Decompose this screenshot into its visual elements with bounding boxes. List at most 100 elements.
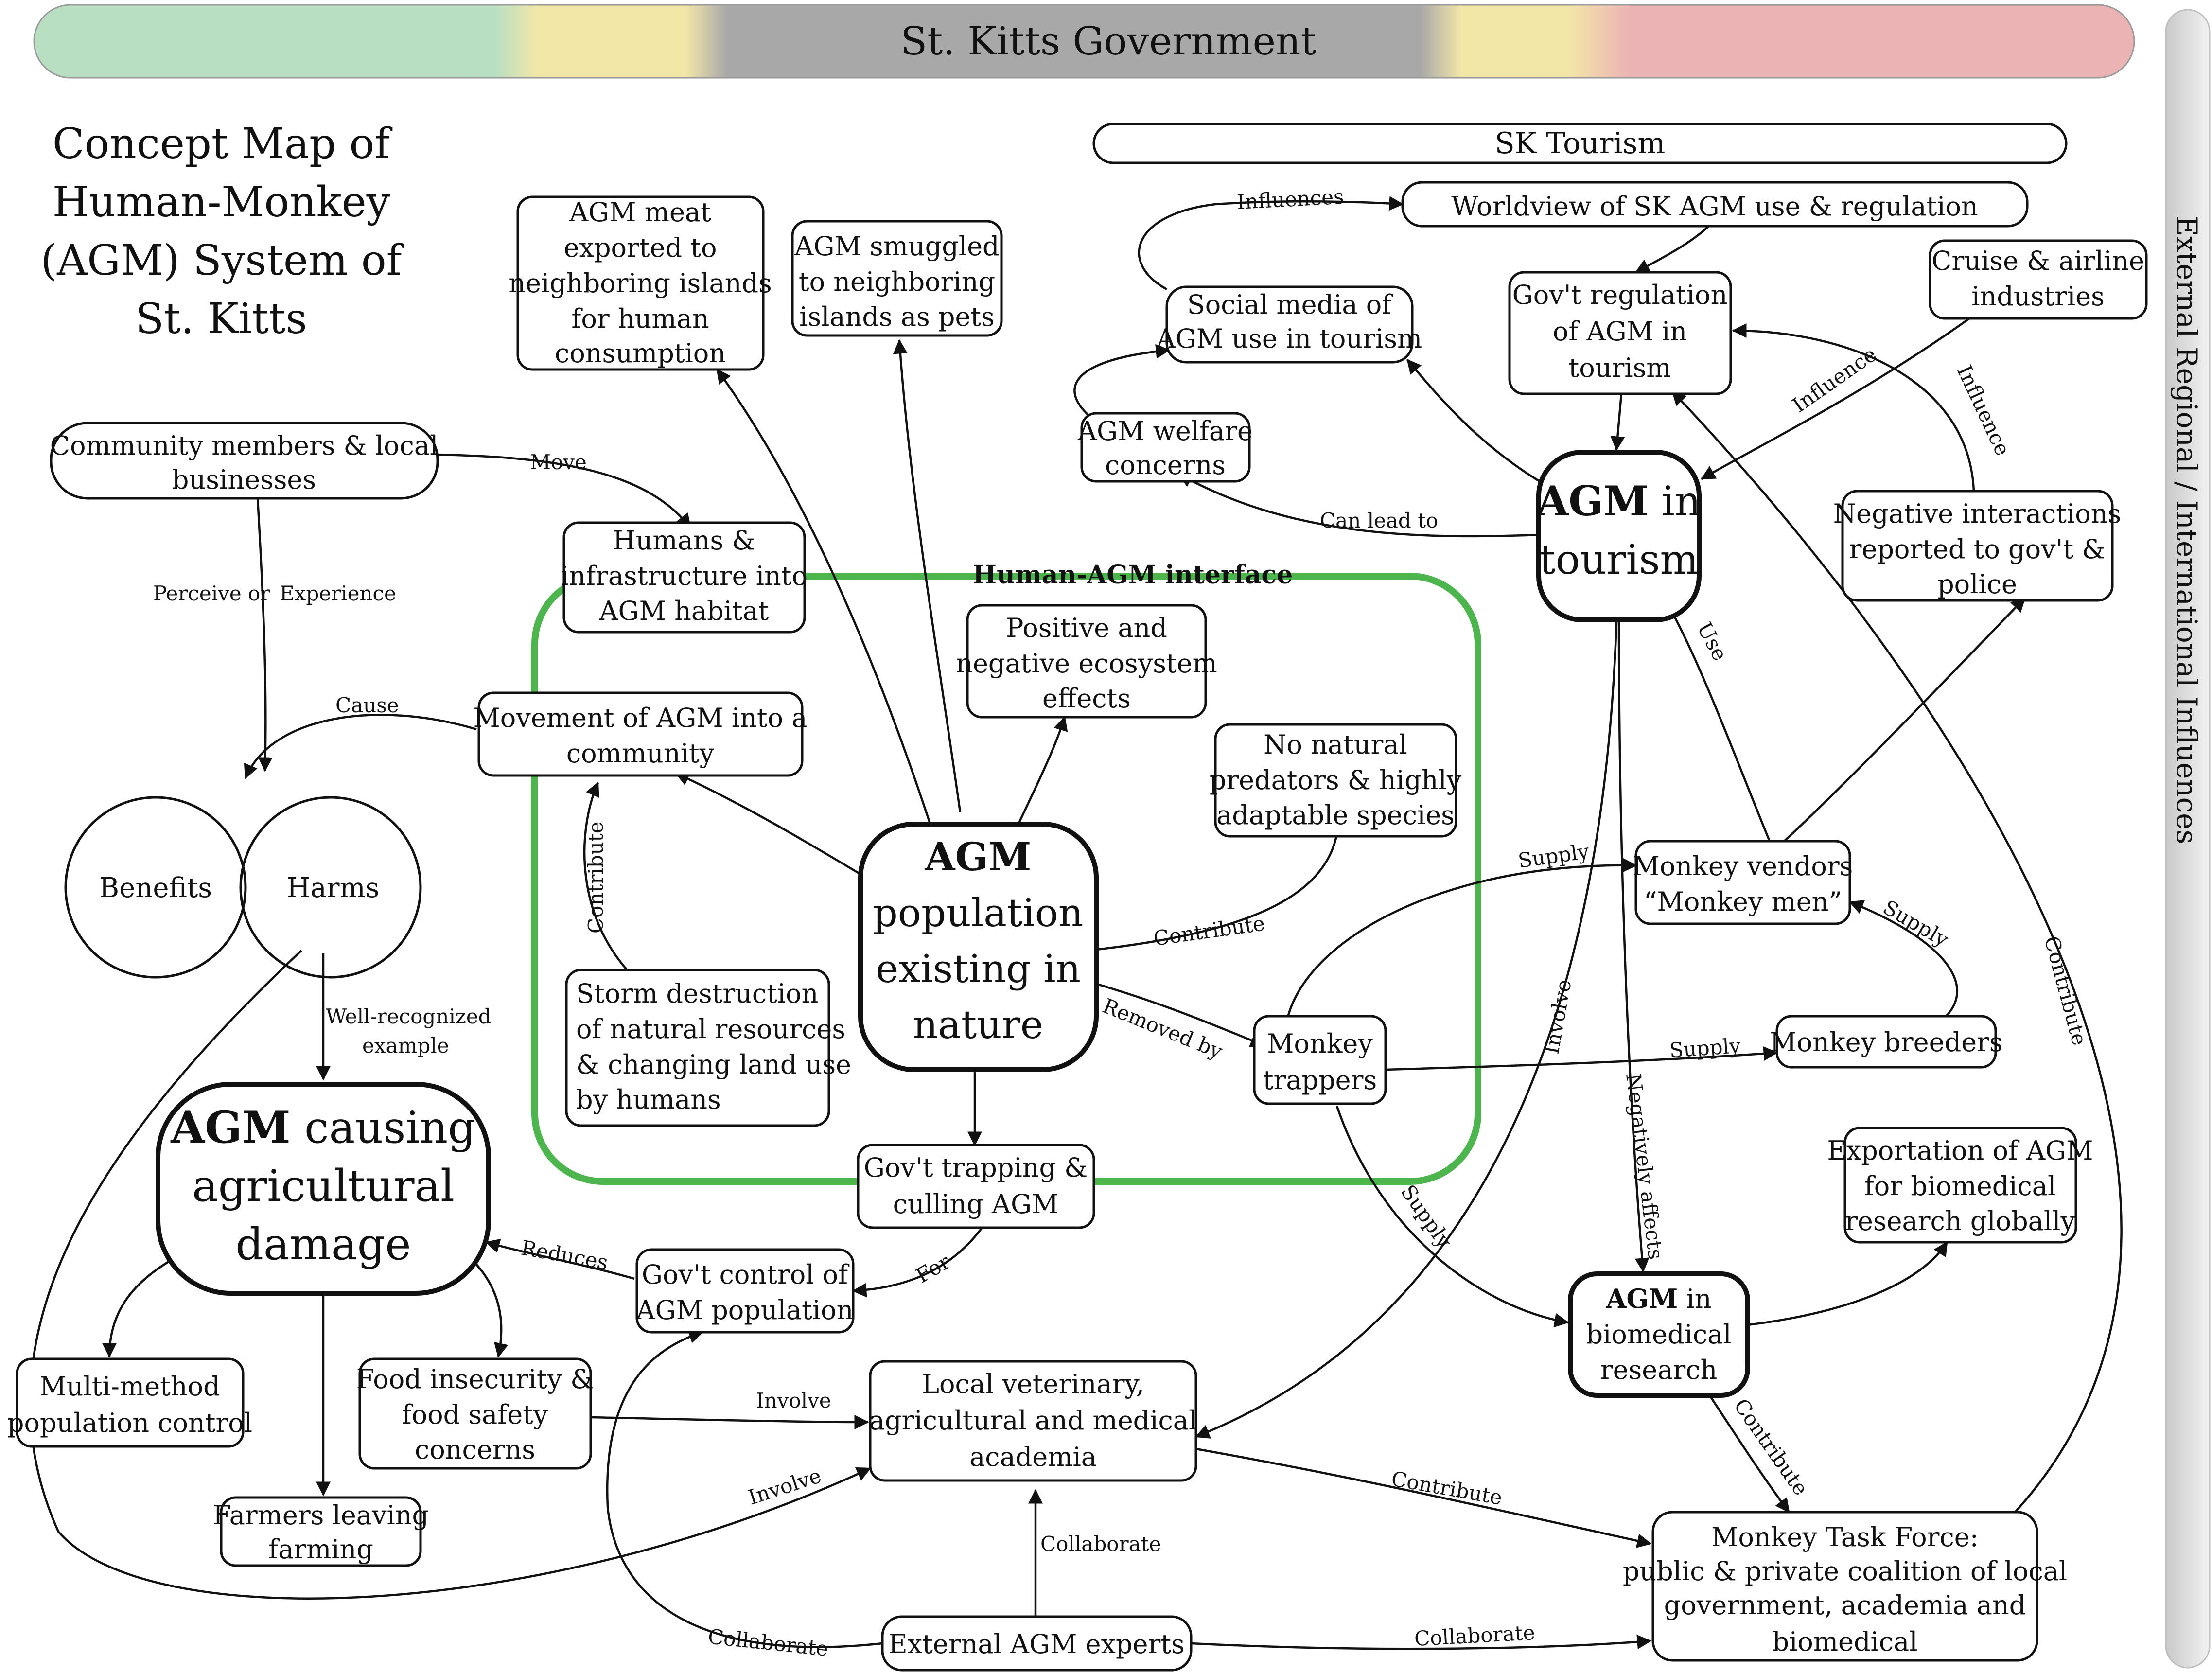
node-meat-export: AGM meat exported to neighboring islands… [509,195,772,371]
node-text-rest: in [1662,477,1701,525]
node-text: of natural resources [576,1014,845,1044]
node-text: culling AGM [893,1189,1059,1219]
node-text: AGM welfare [1077,416,1253,446]
node-text: tourism [1539,536,1699,583]
node-text: Storm destruction [576,978,818,1009]
node-text: Gov't regulation [1512,280,1728,310]
node-text: effects [1042,683,1131,714]
edge-label-collaborate-right: Collaborate [1414,1621,1536,1651]
map-title: Concept Map of Human-Monkey (AGM) System… [41,120,404,343]
node-text: biomedical [1586,1319,1731,1350]
edge-label-move: Move [530,450,587,474]
node-text: agricultural [192,1161,455,1212]
node-agm-biomedical: AGM in biomedical research [1568,1271,1750,1398]
interface-label: Human-AGM interface [973,560,1293,590]
node-text: AGM smuggled [794,231,999,262]
edge-label-contribute-taskforce: Contribute [2039,934,2091,1048]
node-text: Monkey Task Force: [1711,1522,1979,1552]
map-title-line: Concept Map of [53,120,392,168]
edge-label-collaborate-up: Collaborate [1040,1532,1161,1556]
node-text: population control [7,1408,252,1438]
node-monkey-task-force: Monkey Task Force: public & private coal… [1623,1511,2067,1662]
node-text: community [566,738,715,769]
node-harms: Harms [287,872,380,904]
node-text: Multi-method [39,1371,220,1402]
node-text: nature [913,1002,1043,1047]
edge-label-supply-breeders-vendors: Supply [1879,895,1953,952]
node-text: AGM habitat [599,596,769,626]
edge-label-use: Use [1692,618,1732,665]
node-text: Community members & local [50,430,439,461]
node-monkey-breeders: Monkey breeders [1770,1015,2003,1069]
node-text: concerns [415,1434,535,1465]
node-text: & changing land use [576,1049,851,1080]
node-text: AGM in [1605,1283,1711,1314]
node-text: tourism [1569,352,1671,383]
node-negative-interactions: Negative interactions reported to gov't … [1833,490,2122,602]
node-no-predators: No natural predators & highly adaptable … [1210,723,1462,838]
node-text: No natural [1264,729,1407,760]
edge-label-contribute-academia: Contribute [1389,1467,1504,1510]
node-text: exported to [564,232,717,263]
edge-label-contribute-biomed: Contribute [1729,1394,1813,1500]
node-food-insecurity: Food insecurity & food safety concerns [356,1357,594,1470]
node-text: Gov't trapping & [864,1152,1088,1183]
node-text: biomedical [1772,1626,1917,1657]
node-text: External AGM experts [888,1629,1185,1659]
node-agricultural-damage: AGM causing agricultural damage [156,1082,491,1296]
node-local-academia: Local veterinary, agricultural and medic… [869,1360,1197,1482]
node-multi-method: Multi-method population control [7,1357,252,1448]
edge-label-supply-biomed: Supply [1396,1181,1457,1253]
node-text: consumption [555,338,726,369]
node-text: to neighboring [799,266,995,297]
node-text: Gov't control of [642,1259,850,1290]
node-text-rest: causing [304,1102,476,1153]
node-text-bold: AGM [1536,477,1649,525]
edge-label-supply-breeders: Supply [1668,1034,1741,1062]
edges [29,196,2123,1650]
node-monkey-trappers: Monkey trappers [1253,1015,1387,1105]
edge-label-influences: Influences [1236,185,1345,214]
node-text: AGM population [636,1295,854,1325]
node-text: Monkey [1267,1028,1373,1059]
node-text: Positive and [1006,613,1167,643]
node-benefits-harms: Benefits Harms [64,796,422,979]
node-text: public & private coalition of local [1623,1556,2067,1586]
node-text: population [873,890,1084,935]
node-external-experts: External AGM experts [881,1615,1193,1672]
node-community: Community members & local businesses [50,422,439,500]
node-text: industries [1971,281,2105,312]
nodes: AGM meat exported to neighboring islands… [7,181,2148,1672]
node-text: academia [969,1442,1097,1472]
node-text: food safety [402,1399,548,1430]
node-text: Negative interactions [1833,498,2122,529]
edge-label-reduces: Reduces [519,1236,610,1275]
node-text: islands as pets [799,301,995,332]
node-movement: Movement of AGM into a community [474,691,807,777]
edge-label-perceive: Perceive or [153,581,270,605]
node-exportation-biomedical: Exportation of AGM for biomedical resear… [1827,1127,2093,1244]
node-text-bold: AGM [1605,1283,1678,1314]
node-text: AGM [925,834,1032,880]
node-humans-infrastructure: Humans & infrastructure into AGM habitat [561,521,808,634]
node-text: farming [268,1534,373,1565]
node-text: AGM causing [170,1102,476,1153]
banner-title: St. Kitts Government [900,18,1316,64]
node-text: Food insecurity & [356,1364,594,1394]
side-label: External Regional / International Influe… [2170,216,2203,845]
node-farmers-leaving: Farmers leaving farming [213,1496,429,1567]
node-text: AGM in [1536,477,1701,525]
node-text: research [1600,1355,1717,1385]
node-text: predators & highly [1210,765,1462,795]
edge-label-negatively: Negatively affects [1621,1072,1668,1261]
node-text: Exportation of AGM [1827,1135,2093,1166]
node-text: Social media of [1187,289,1394,320]
node-text: Worldview of SK AGM use & regulation [1451,191,1978,222]
node-agm-welfare: AGM welfare concerns [1077,412,1253,483]
node-agm-in-tourism: AGM in tourism [1536,450,1702,622]
node-govt-trapping: Gov't trapping & culling AGM [857,1144,1095,1229]
tourism-bar-label: SK Tourism [1495,126,1666,160]
node-text: AGM use in tourism [1156,323,1422,354]
node-cruise-airline: Cruise & airline industries [1929,239,2148,320]
